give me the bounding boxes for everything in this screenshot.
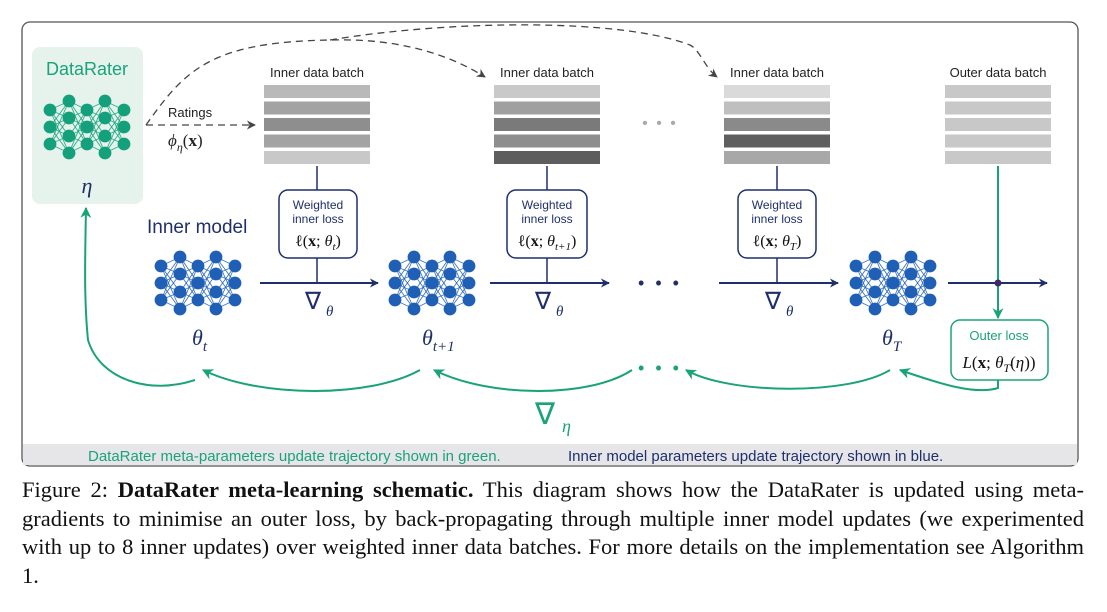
- meta-arrow-outer: [898, 368, 999, 392]
- caption-label: Figure 2:: [22, 477, 108, 502]
- theta-label-T: θT: [882, 325, 903, 355]
- datarater-eta: η: [82, 173, 93, 198]
- ratings-dashed-arrow-2: [145, 39, 486, 126]
- footer-green-text: DataRater meta-parameters update traject…: [88, 448, 501, 465]
- svg-text:inner loss: inner loss: [521, 212, 572, 226]
- svg-text:∇: ∇: [534, 289, 552, 315]
- batch-row: [494, 85, 600, 98]
- svg-text:inner loss: inner loss: [292, 212, 343, 226]
- batch-row: [494, 134, 600, 148]
- batch-row: [264, 85, 370, 98]
- datarater-network-icon: [43, 94, 131, 160]
- grad-theta-2: ∇θ: [534, 289, 564, 320]
- meta-arrow-2: [433, 369, 633, 392]
- svg-text:∇: ∇: [304, 289, 322, 315]
- batch-row: [945, 118, 1051, 131]
- outer-batch-label: Outer data batch: [950, 65, 1047, 80]
- meta-arrow-1: [202, 369, 421, 392]
- inner-model-network-icon-1: [154, 250, 242, 316]
- batch-row: [945, 151, 1051, 164]
- batch-row: [264, 118, 370, 131]
- grad-theta-1: ∇θ: [304, 289, 334, 320]
- theta-label-t: θt: [192, 325, 208, 355]
- ratings-dashed-arrow-3: [329, 24, 718, 78]
- meta-arrow-3: [685, 369, 891, 390]
- svg-text:η: η: [562, 416, 571, 436]
- batch-row: [494, 151, 600, 164]
- inner-batch-2: [494, 85, 600, 164]
- batch-row: [724, 151, 830, 164]
- inner-batch-label-3: Inner data batch: [730, 65, 824, 80]
- batch-ellipsis: • • •: [642, 115, 678, 132]
- model-ellipsis: • • •: [638, 273, 682, 293]
- outer-batch: [945, 85, 1051, 164]
- grad-eta: ∇ η: [534, 398, 571, 436]
- batch-row: [264, 134, 370, 148]
- batch-row: [264, 101, 370, 115]
- inner-batch-label-1: Inner data batch: [270, 65, 364, 80]
- grad-theta-3: ∇θ: [764, 289, 794, 320]
- svg-text:∇: ∇: [764, 289, 782, 315]
- meta-ellipsis: • • •: [638, 358, 682, 378]
- batch-row: [945, 85, 1051, 98]
- footer-blue-text: Inner model parameters update trajectory…: [568, 448, 943, 465]
- weighted-loss-box-1: Weighted inner loss ℓ(x; θt): [278, 189, 358, 259]
- datarater-title: DataRater: [46, 59, 128, 79]
- ratings-formula: ϕη(x): [168, 131, 203, 154]
- weighted-loss-formula-3: ℓ(x; θT): [753, 233, 802, 253]
- inner-model-title: Inner model: [147, 217, 247, 238]
- ratings-label: Ratings: [168, 105, 213, 120]
- svg-text:θ: θ: [556, 304, 564, 320]
- svg-text:Weighted: Weighted: [293, 198, 343, 212]
- inner-batch-label-2: Inner data batch: [500, 65, 594, 80]
- figure-caption: Figure 2: DataRater meta-learning schema…: [22, 476, 1084, 590]
- caption-title: DataRater meta-learning schematic.: [117, 477, 474, 502]
- batch-row: [724, 134, 830, 148]
- batch-row: [494, 101, 600, 115]
- weighted-loss-box-2: Weighted inner loss ℓ(x; θt+1): [506, 189, 588, 259]
- batch-row: [494, 118, 600, 131]
- svg-text:Weighted: Weighted: [752, 198, 802, 212]
- inner-model-network-icon-3: [849, 250, 937, 316]
- svg-text:inner loss: inner loss: [751, 212, 802, 226]
- schematic-figure: DataRater meta-parameters update traject…: [21, 21, 1079, 467]
- batch-row: [945, 101, 1051, 115]
- meta-arrow-to-datarater: [80, 206, 196, 387]
- outer-loss-box: Outer loss L(x; θT(η)): [950, 319, 1049, 381]
- batch-row: [724, 85, 830, 98]
- batch-row: [724, 118, 830, 131]
- inner-batch-1: [264, 85, 370, 164]
- svg-text:θ: θ: [786, 304, 794, 320]
- junction-dot: [994, 279, 1002, 287]
- batch-row: [945, 134, 1051, 148]
- caption-body: This diagram shows how the DataRater is …: [22, 477, 1085, 588]
- theta-label-t1: θt+1: [422, 325, 455, 355]
- svg-text:Outer loss: Outer loss: [969, 328, 1029, 343]
- batch-row: [264, 151, 370, 164]
- svg-text:θ: θ: [326, 304, 334, 320]
- outer-loss-formula: L(x; θT(η)): [961, 353, 1035, 375]
- weighted-loss-formula-1: ℓ(x; θt): [295, 233, 341, 253]
- footer-band: [23, 444, 1077, 465]
- svg-text:Weighted: Weighted: [522, 198, 572, 212]
- svg-text:∇: ∇: [534, 398, 556, 431]
- inner-batch-3: [724, 85, 830, 164]
- inner-model-network-icon-2: [388, 250, 476, 316]
- batch-row: [724, 101, 830, 115]
- weighted-loss-box-3: Weighted inner loss ℓ(x; θT): [737, 189, 817, 259]
